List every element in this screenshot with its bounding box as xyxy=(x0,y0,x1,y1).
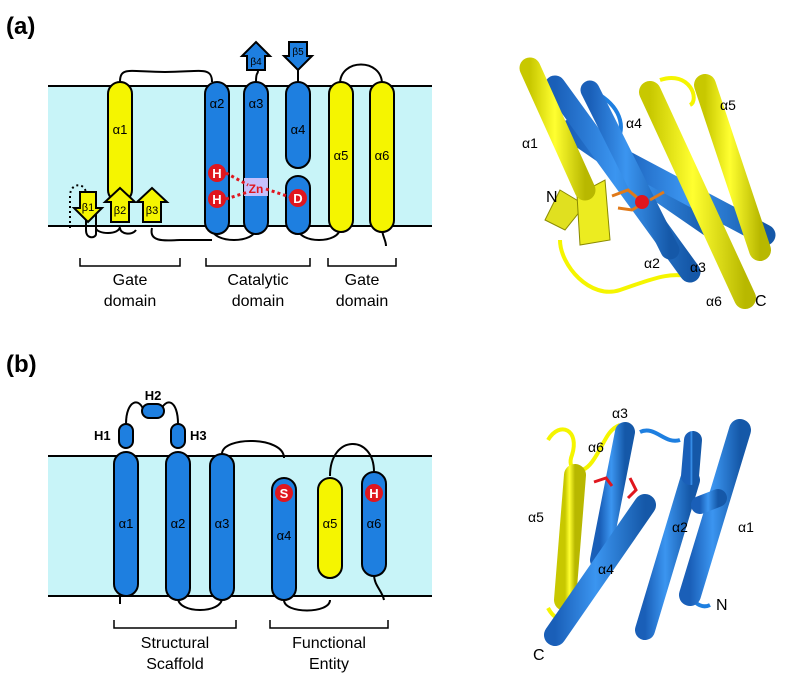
helix-b-a5-label: α5 xyxy=(323,516,338,531)
domain-functional-line2: Entity xyxy=(309,656,349,673)
helix-a-a1-label: α1 xyxy=(113,122,128,137)
zn-atom xyxy=(635,195,649,209)
domain-gate-right-line1: Gate xyxy=(345,272,380,289)
struct-b-n: N xyxy=(716,597,728,614)
struct-a-a4: α4 xyxy=(626,115,642,131)
strand-a-b4 xyxy=(239,40,273,71)
helix-b-a4-label: α4 xyxy=(277,528,292,543)
strand-a-b4-label: β4 xyxy=(250,57,262,68)
helix-b-a4 xyxy=(271,477,297,601)
strand-a-b5-label: β5 xyxy=(292,47,304,58)
zn-highlight xyxy=(244,178,268,196)
struct-a-a3: α3 xyxy=(690,259,706,275)
zn-coordination-lines xyxy=(225,171,291,201)
his-residue-2-label: H xyxy=(212,192,221,207)
his-residue-1-label: H xyxy=(212,166,221,181)
helix-b-a3 xyxy=(209,453,235,601)
struct-b-c: C xyxy=(533,647,545,664)
domain-scaffold-line1: Structural xyxy=(141,635,209,652)
panel-b-label: (b) xyxy=(6,351,37,378)
helix-a-a4-label: α4 xyxy=(291,122,306,137)
struct-a-a2: α2 xyxy=(644,255,660,271)
domain-gate-left-line2: domain xyxy=(104,293,156,310)
helix-b-a3-label: α3 xyxy=(215,516,230,531)
strand-a-b1-label: β1 xyxy=(82,202,94,214)
helix-a-a4-upper xyxy=(285,81,311,169)
helix-a-a3-label: α3 xyxy=(249,96,264,111)
strand-a-b2 xyxy=(102,186,138,223)
struct-b-a4: α4 xyxy=(598,561,614,577)
his-residue-b-label: H xyxy=(369,486,378,501)
structure-b: α3 α6 α5 α2 α1 α4 N C xyxy=(528,405,754,664)
ser-residue-label: S xyxy=(280,486,289,501)
struct-a-a5: α5 xyxy=(720,97,736,113)
active-site-sticks-b xyxy=(593,476,638,500)
struct-a-a1: α1 xyxy=(522,135,538,151)
small-helix-h1 xyxy=(118,423,134,449)
strand-a-b5 xyxy=(281,41,315,72)
struct-b-a1: α1 xyxy=(738,519,754,535)
dotted-linker-a xyxy=(69,184,87,228)
struct-b-a3: α3 xyxy=(612,405,628,421)
asp-residue-label: D xyxy=(293,191,302,206)
struct-b-a6: α6 xyxy=(588,439,604,455)
helix-b-a1 xyxy=(113,451,139,597)
struct-b-a5: α5 xyxy=(528,509,544,525)
helix-b-a6-label: α6 xyxy=(367,516,382,531)
ser-residue xyxy=(275,484,293,502)
helix-b-a2 xyxy=(165,451,191,601)
domain-gate-left-line1: Gate xyxy=(113,272,148,289)
struct-a-a6: α6 xyxy=(706,293,722,309)
struct-b-a2: α2 xyxy=(672,519,688,535)
domain-catalytic-line2: domain xyxy=(232,293,284,310)
structure-a: α1 α4 α5 N α2 α3 α6 C xyxy=(519,57,776,310)
his-residue-b xyxy=(365,484,383,502)
small-helix-h2-label: H2 xyxy=(145,388,162,403)
domain-scaffold-line2: Scaffold xyxy=(146,656,204,673)
struct-a-c: C xyxy=(755,293,767,310)
small-helix-h3 xyxy=(170,423,186,449)
his-residue-1 xyxy=(208,164,226,182)
helix-a-a5 xyxy=(328,81,354,233)
domain-catalytic-line1: Catalytic xyxy=(227,272,288,289)
small-helix-h1-label: H1 xyxy=(94,428,111,443)
helix-a-a6-label: α6 xyxy=(375,148,390,163)
small-helix-h3-label: H3 xyxy=(190,428,207,443)
domain-brackets-b xyxy=(113,620,389,629)
zn-label: Zn xyxy=(249,182,264,196)
helix-b-a2-label: α2 xyxy=(171,516,186,531)
strand-a-b3 xyxy=(134,186,170,223)
panel-a-label: (a) xyxy=(6,13,35,40)
helix-b-a5 xyxy=(317,477,343,579)
domain-gate-right-line2: domain xyxy=(336,293,388,310)
helix-a-a5-label: α5 xyxy=(334,148,349,163)
domain-functional-line1: Functional xyxy=(292,635,366,652)
small-helix-h2 xyxy=(141,403,165,419)
his-residue-2 xyxy=(208,190,226,208)
helix-a-a2-label: α2 xyxy=(210,96,225,111)
asp-residue xyxy=(289,189,307,207)
strand-a-b1 xyxy=(71,191,105,224)
helix-a-a6 xyxy=(369,81,395,233)
struct-a-n: N xyxy=(546,189,558,206)
helix-a-a1 xyxy=(107,81,133,203)
helix-b-a1-label: α1 xyxy=(119,516,134,531)
strand-a-b2-label: β2 xyxy=(114,205,126,217)
domain-brackets-a xyxy=(79,258,397,267)
strand-a-b3-label: β3 xyxy=(146,205,158,217)
